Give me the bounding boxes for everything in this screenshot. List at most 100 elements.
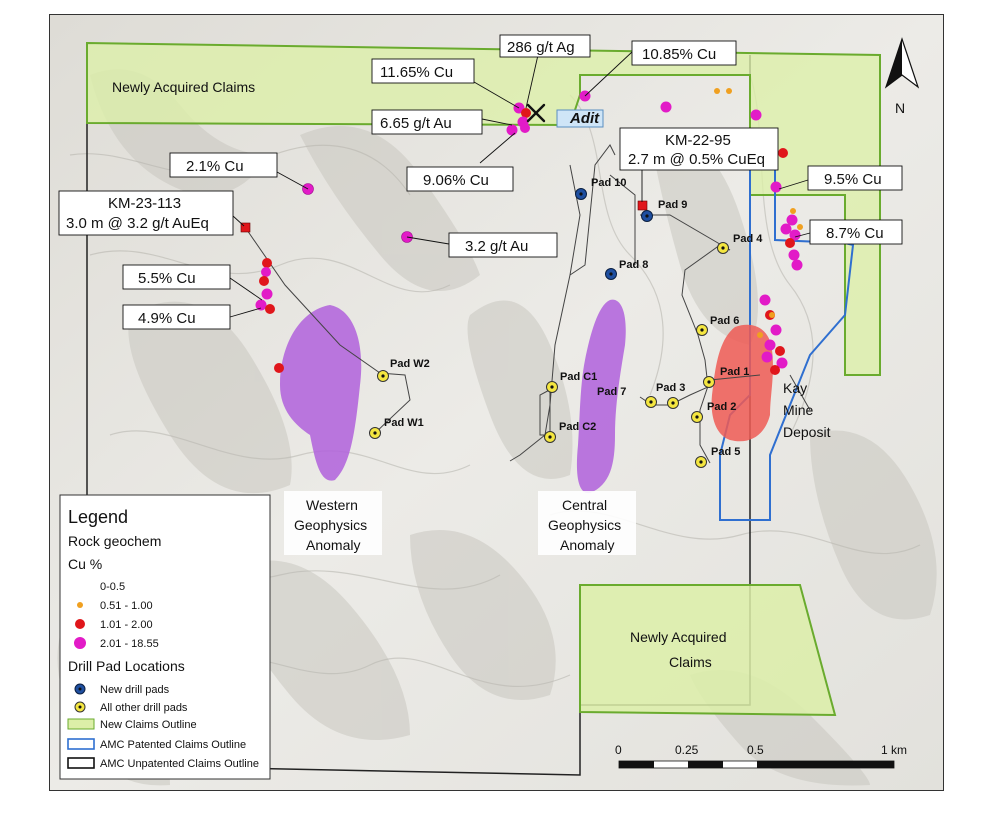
svg-text:All other drill pads: All other drill pads bbox=[100, 702, 188, 714]
cu-sample bbox=[261, 288, 273, 300]
western-anomaly-label: Western Geophysics Anomaly bbox=[284, 491, 382, 555]
svg-text:AMC Patented Claims Outline: AMC Patented Claims Outline bbox=[100, 739, 246, 751]
svg-text:286 g/t Ag: 286 g/t Ag bbox=[507, 39, 575, 56]
svg-text:New Claims Outline: New Claims Outline bbox=[100, 719, 197, 731]
new-drill-pad bbox=[605, 268, 617, 280]
cu-sample bbox=[660, 101, 672, 113]
drill-pad bbox=[717, 242, 729, 254]
pad-label-10: Pad 10 bbox=[591, 177, 626, 189]
svg-text:11.65% Cu: 11.65% Cu bbox=[380, 64, 453, 81]
pad-label-9: Pad 9 bbox=[658, 199, 687, 211]
drill-pad bbox=[369, 427, 381, 439]
svg-text:6.65 g/t Au: 6.65 g/t Au bbox=[380, 115, 452, 132]
south-claims-label-line2: Claims bbox=[669, 654, 712, 670]
callout-8-7-cu: 8.7% Cu bbox=[809, 219, 903, 245]
cu-sample-low bbox=[790, 208, 796, 214]
cu-sample bbox=[776, 357, 788, 369]
map-frame[interactable]: Adit Pad 10 Pad 9 Pad 8 Pad 4 Pad 6 Pad … bbox=[49, 14, 944, 791]
legend-rock-geochem: Rock geochem bbox=[68, 533, 161, 549]
cu-sample bbox=[789, 229, 801, 241]
drill-pads bbox=[369, 188, 729, 468]
drill-pad bbox=[691, 411, 703, 423]
pad-label-8: Pad 8 bbox=[619, 259, 648, 271]
callout-10-85-cu: 10.85% Cu bbox=[631, 40, 737, 66]
svg-text:Geophysics: Geophysics bbox=[294, 517, 367, 533]
pad-label-2: Pad 2 bbox=[707, 401, 736, 413]
legend-drill-pads: Drill Pad Locations bbox=[68, 658, 185, 674]
adit-label: Adit bbox=[569, 110, 600, 127]
cu-sample bbox=[520, 123, 530, 133]
svg-text:Central: Central bbox=[562, 497, 607, 513]
kay-mine-deposit-area bbox=[711, 324, 773, 442]
svg-text:KM-22-95: KM-22-95 bbox=[665, 132, 731, 149]
svg-text:3.0 m @ 3.2 g/t AuEq: 3.0 m @ 3.2 g/t AuEq bbox=[66, 215, 209, 232]
callout-2-1-cu: 2.1% Cu bbox=[169, 152, 278, 178]
pad-label-5: Pad 5 bbox=[711, 446, 740, 458]
drill-pad bbox=[696, 324, 708, 336]
cu-sample bbox=[764, 339, 776, 351]
callout-km-22-95: KM-22-95 2.7 m @ 0.5% CuEq bbox=[619, 127, 779, 171]
north-claims-label: Newly Acquired Claims bbox=[112, 79, 255, 95]
svg-text:9.06% Cu: 9.06% Cu bbox=[423, 172, 489, 189]
cu-sample bbox=[274, 363, 284, 373]
callout-286-ag: 286 g/t Ag bbox=[499, 34, 591, 58]
callout-4-9-cu: 4.9% Cu bbox=[122, 304, 231, 330]
svg-text:0: 0 bbox=[615, 743, 622, 757]
svg-text:Geophysics: Geophysics bbox=[548, 517, 621, 533]
svg-text:Western: Western bbox=[306, 497, 358, 513]
callout-6-65-au: 6.65 g/t Au bbox=[371, 109, 483, 135]
deposit-label-line1: Kay bbox=[783, 380, 807, 396]
callout-11-65-cu: 11.65% Cu bbox=[371, 58, 475, 84]
callout-9-06-cu: 9.06% Cu bbox=[406, 166, 514, 192]
legend: Legend Rock geochem Cu % 0-0.5 0.51 - 1.… bbox=[59, 494, 271, 780]
western-anomaly bbox=[280, 305, 362, 481]
pad-label-7: Pad 7 bbox=[597, 386, 626, 398]
cu-sample-low bbox=[714, 88, 720, 94]
cu-sample bbox=[750, 109, 762, 121]
cu-sample bbox=[785, 238, 795, 248]
deposit-label-line2: Mine bbox=[783, 402, 814, 418]
central-anomaly-label: Central Geophysics Anomaly bbox=[538, 491, 636, 555]
cu-sample-low bbox=[726, 88, 732, 94]
svg-text:2.7 m @ 0.5% CuEq: 2.7 m @ 0.5% CuEq bbox=[628, 151, 765, 168]
cu-sample bbox=[791, 259, 803, 271]
svg-text:New drill pads: New drill pads bbox=[100, 684, 170, 696]
svg-text:1 km: 1 km bbox=[881, 743, 907, 757]
cu-sample bbox=[521, 108, 531, 118]
pad-label-4: Pad 4 bbox=[733, 233, 763, 245]
cu-sample bbox=[770, 324, 782, 336]
cu-sample bbox=[261, 267, 271, 277]
cu-sample bbox=[770, 181, 782, 193]
svg-text:Anomaly: Anomaly bbox=[306, 537, 360, 553]
adit-mine-symbol bbox=[526, 103, 546, 123]
svg-text:3.2 g/t Au: 3.2 g/t Au bbox=[465, 238, 528, 255]
svg-text:5.5% Cu: 5.5% Cu bbox=[138, 270, 196, 287]
map-canvas[interactable]: Adit Pad 10 Pad 9 Pad 8 Pad 4 Pad 6 Pad … bbox=[50, 15, 943, 790]
svg-text:KM-23-113: KM-23-113 bbox=[108, 195, 181, 212]
cu-sample bbox=[761, 351, 773, 363]
drill-hole-km-22-95 bbox=[637, 200, 648, 211]
drill-pad bbox=[546, 381, 558, 393]
geochem-samples bbox=[255, 88, 803, 375]
drill-pad bbox=[667, 397, 679, 409]
cu-sample-low bbox=[797, 224, 803, 230]
pad-label-w1: Pad W1 bbox=[384, 417, 424, 429]
drill-pad bbox=[695, 456, 707, 468]
callout-5-5-cu: 5.5% Cu bbox=[122, 264, 231, 290]
pad-label-6: Pad 6 bbox=[710, 315, 739, 327]
svg-text:0.25: 0.25 bbox=[675, 743, 699, 757]
legend-title: Legend bbox=[68, 507, 128, 527]
cu-sample bbox=[259, 276, 269, 286]
pad-label-w2: Pad W2 bbox=[390, 358, 430, 370]
drill-pad bbox=[544, 431, 556, 443]
terrain-ridges bbox=[69, 74, 921, 687]
cu-sample bbox=[778, 148, 788, 158]
cu-sample bbox=[786, 214, 798, 226]
adit-label-box bbox=[556, 109, 604, 128]
drill-pad bbox=[703, 376, 715, 388]
central-anomaly bbox=[576, 299, 626, 494]
drill-hole-km-23-113 bbox=[240, 222, 251, 233]
cu-sample bbox=[255, 299, 267, 311]
svg-text:4.9% Cu: 4.9% Cu bbox=[138, 310, 196, 327]
pad-label-c1: Pad C1 bbox=[560, 371, 597, 383]
